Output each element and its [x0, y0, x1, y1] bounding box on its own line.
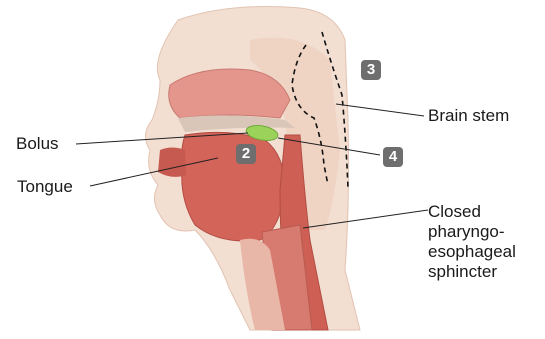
label-tongue: Tongue	[17, 177, 73, 197]
label-bolus: Bolus	[16, 134, 59, 154]
badge-2: 2	[236, 144, 256, 164]
lips	[158, 148, 186, 177]
tongue-shape	[181, 132, 285, 241]
badge-3: 3	[361, 60, 381, 80]
leader-brain-stem	[336, 104, 424, 116]
label-brain-stem: Brain stem	[428, 106, 509, 126]
label-closed-sphincter: Closed pharyngo-esophageal sphincter	[428, 202, 538, 282]
badge-4: 4	[383, 147, 403, 167]
